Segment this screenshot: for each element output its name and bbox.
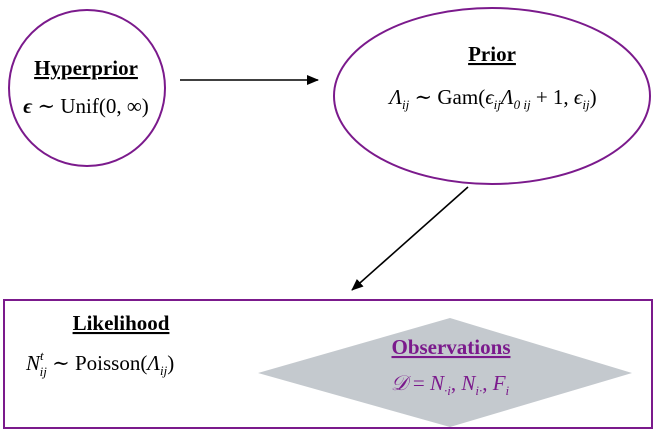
arrow-prior-to-likelihood: [351, 186, 469, 291]
hyperprior-circle: [8, 9, 166, 167]
prior-ellipse: [333, 7, 651, 185]
prior-formula: Λij ∼ Gam(ϵijΛ0 ij + 1, ϵij): [387, 85, 596, 112]
observations-node: Observations 𝒟 = N·i, Ni·, Fi: [258, 318, 632, 427]
hyperprior-node: Hyperprior ϵ ∼ Unif(0, ∞): [8, 9, 166, 167]
hyperprior-title: Hyperprior: [34, 56, 138, 80]
hyperprior-formula: ϵ ∼ Unif(0, ∞): [23, 94, 149, 118]
prior-node: Prior Λij ∼ Gam(ϵijΛ0 ij + 1, ϵij): [333, 7, 651, 185]
observations-diamond: [258, 318, 632, 427]
observations-formula: 𝒟 = N·i, Ni·, Fi: [391, 371, 510, 398]
prior-title: Prior: [468, 42, 516, 66]
observations-title: Observations: [391, 335, 510, 359]
likelihood-title: Likelihood: [73, 311, 170, 335]
